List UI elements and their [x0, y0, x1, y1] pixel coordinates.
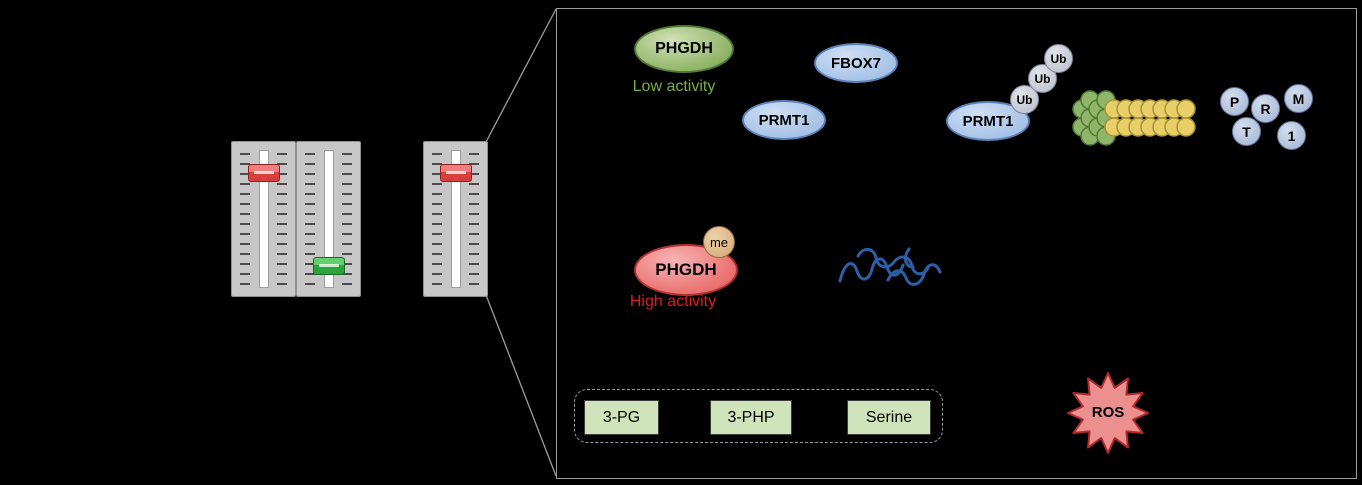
ros-star-shape	[1067, 372, 1149, 454]
fader-track	[323, 150, 334, 288]
proteasome-core-icon	[1104, 99, 1196, 137]
high-activity-label: High activity	[629, 293, 717, 310]
fader-knob-green	[312, 257, 345, 275]
fader-red-high	[231, 141, 296, 297]
fragment-circle-t: T	[1232, 117, 1261, 146]
proteasome-cap-icon	[1072, 90, 1116, 146]
mechanism-detail-box: PHGDH Low activity PRMT1 FBOX7 PRMT1 Ub …	[556, 8, 1357, 479]
fader-ticks	[305, 153, 315, 287]
fader-track	[258, 150, 269, 288]
fragment-circle-r: R	[1251, 94, 1280, 123]
fader-ticks	[277, 153, 287, 287]
metabolite-box-3pg: 3-PG	[584, 400, 659, 435]
ubiquitin-circle: Ub	[1044, 44, 1073, 73]
metabolite-box-3php: 3-PHP	[710, 400, 792, 435]
fbox7-ellipse: FBOX7	[814, 43, 898, 83]
phgdh-low-ellipse: PHGDH	[634, 25, 734, 73]
fader-track	[450, 150, 461, 288]
fader-ticks	[432, 153, 442, 287]
methyl-mark-circle: me	[703, 226, 735, 258]
serine-pathway-container	[574, 389, 943, 443]
fader-ticks	[240, 153, 250, 287]
squiggle-strands-icon	[838, 247, 942, 286]
fader-knob-red	[439, 164, 472, 182]
metabolite-box-serine: Serine	[847, 400, 931, 435]
fader-knob-red	[247, 164, 280, 182]
ros-label: ROS	[1091, 404, 1125, 421]
fragment-circle-m: M	[1284, 84, 1313, 113]
fader-ticks	[469, 153, 479, 287]
fragment-circle-1: 1	[1277, 121, 1306, 150]
mechanism-shapes	[838, 90, 1196, 454]
prmt1-free-ellipse: PRMT1	[742, 100, 826, 140]
fader-ticks	[342, 153, 352, 287]
fader-red-high-single	[423, 141, 488, 297]
fader-green-low	[296, 141, 361, 297]
low-activity-label: Low activity	[632, 78, 716, 95]
prmt1-ubiquitinated-ellipse: PRMT1	[946, 101, 1030, 141]
fragment-circle-p: P	[1220, 87, 1249, 116]
